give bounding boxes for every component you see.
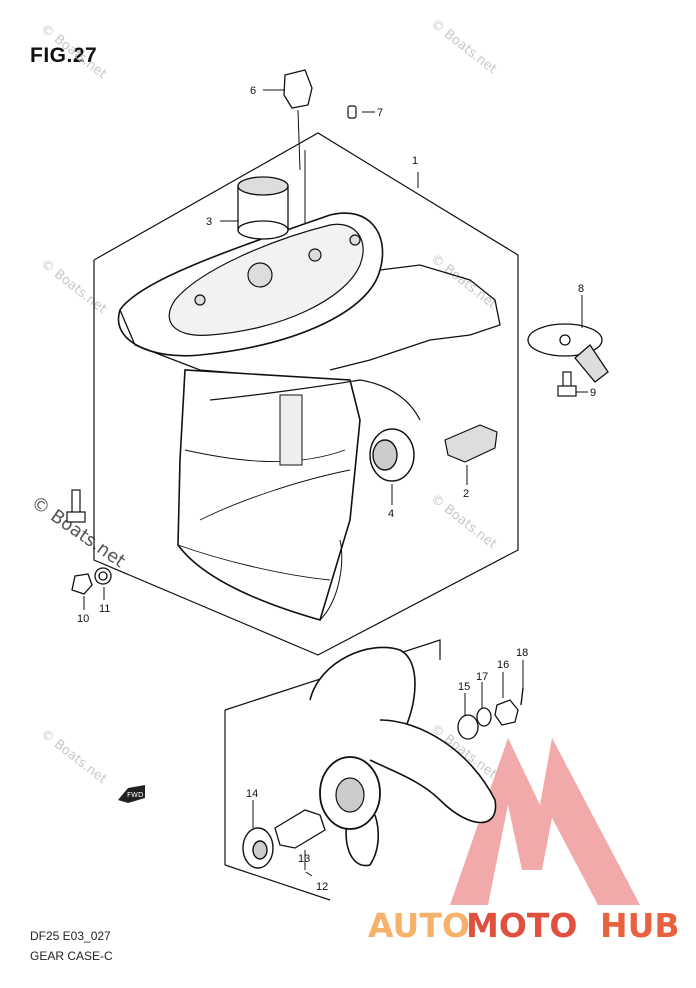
logo: AUTO MOTO HUB [368, 906, 680, 945]
part-2-grommet [444, 424, 498, 463]
figure-name: GEAR CASE-C [30, 949, 113, 963]
part-7-pin [347, 105, 357, 119]
callout-16: 16 [497, 659, 509, 671]
callout-13: 13 [298, 853, 310, 865]
logo-text-hub: HUB [600, 906, 680, 945]
callout-3: 3 [206, 216, 212, 228]
callout-15: 15 [458, 681, 470, 693]
leader-lines [83, 89, 588, 877]
part-11-washer [94, 567, 112, 585]
callout-4: 4 [388, 508, 394, 520]
part-14-washer [242, 827, 274, 869]
watermark-text: © Boats.net [428, 251, 500, 312]
watermark-text: © Boats.net [38, 256, 110, 317]
figure-title: FIG.27 [30, 44, 98, 67]
part-10-nut [71, 573, 93, 595]
part-16-nut [494, 699, 519, 726]
fwd-label: FWD [127, 791, 143, 799]
callout-11: 11 [99, 603, 110, 615]
part-4-seal [369, 428, 415, 482]
watermark-text: © Boats.net [38, 726, 110, 787]
callout-10: 10 [77, 613, 89, 625]
callout-17: 17 [476, 671, 488, 683]
part-6-cap [283, 69, 313, 171]
watermark-text: © Boats.net [428, 16, 500, 77]
callout-7: 7 [377, 107, 383, 119]
part-9-bolt [557, 371, 577, 397]
part-3-bearing [237, 176, 289, 240]
callout-numbers: 1 2 3 4 6 7 8 9 10 11 12 13 14 15 16 17 … [77, 85, 596, 893]
figure-code: DF25 E03_027 [30, 929, 111, 943]
fwd-marker: FWD [118, 785, 145, 803]
part-15-spacer [457, 714, 479, 740]
stud-bolt [66, 489, 86, 523]
callout-18: 18 [516, 647, 528, 659]
watermark-text: © Boats.net [428, 491, 500, 552]
logo-text-moto: MOTO [466, 906, 577, 945]
callout-8: 8 [578, 283, 584, 295]
callout-9: 9 [590, 387, 596, 399]
callout-1: 1 [412, 155, 418, 167]
part-17-washer [476, 707, 492, 727]
callout-6: 6 [250, 85, 256, 97]
callout-2: 2 [463, 488, 469, 500]
logo-triangle [450, 738, 640, 905]
logo-text-auto: AUTO [368, 906, 470, 945]
gear-case-assembly [93, 132, 519, 656]
part-8-anode [527, 323, 609, 383]
propeller-assembly [224, 639, 497, 901]
callout-12: 12 [316, 881, 328, 893]
callout-14: 14 [246, 788, 258, 800]
part-13-spacer [274, 809, 326, 849]
watermark-text: © Boats.net [38, 21, 110, 82]
part-18-cotter-pin [520, 687, 524, 706]
